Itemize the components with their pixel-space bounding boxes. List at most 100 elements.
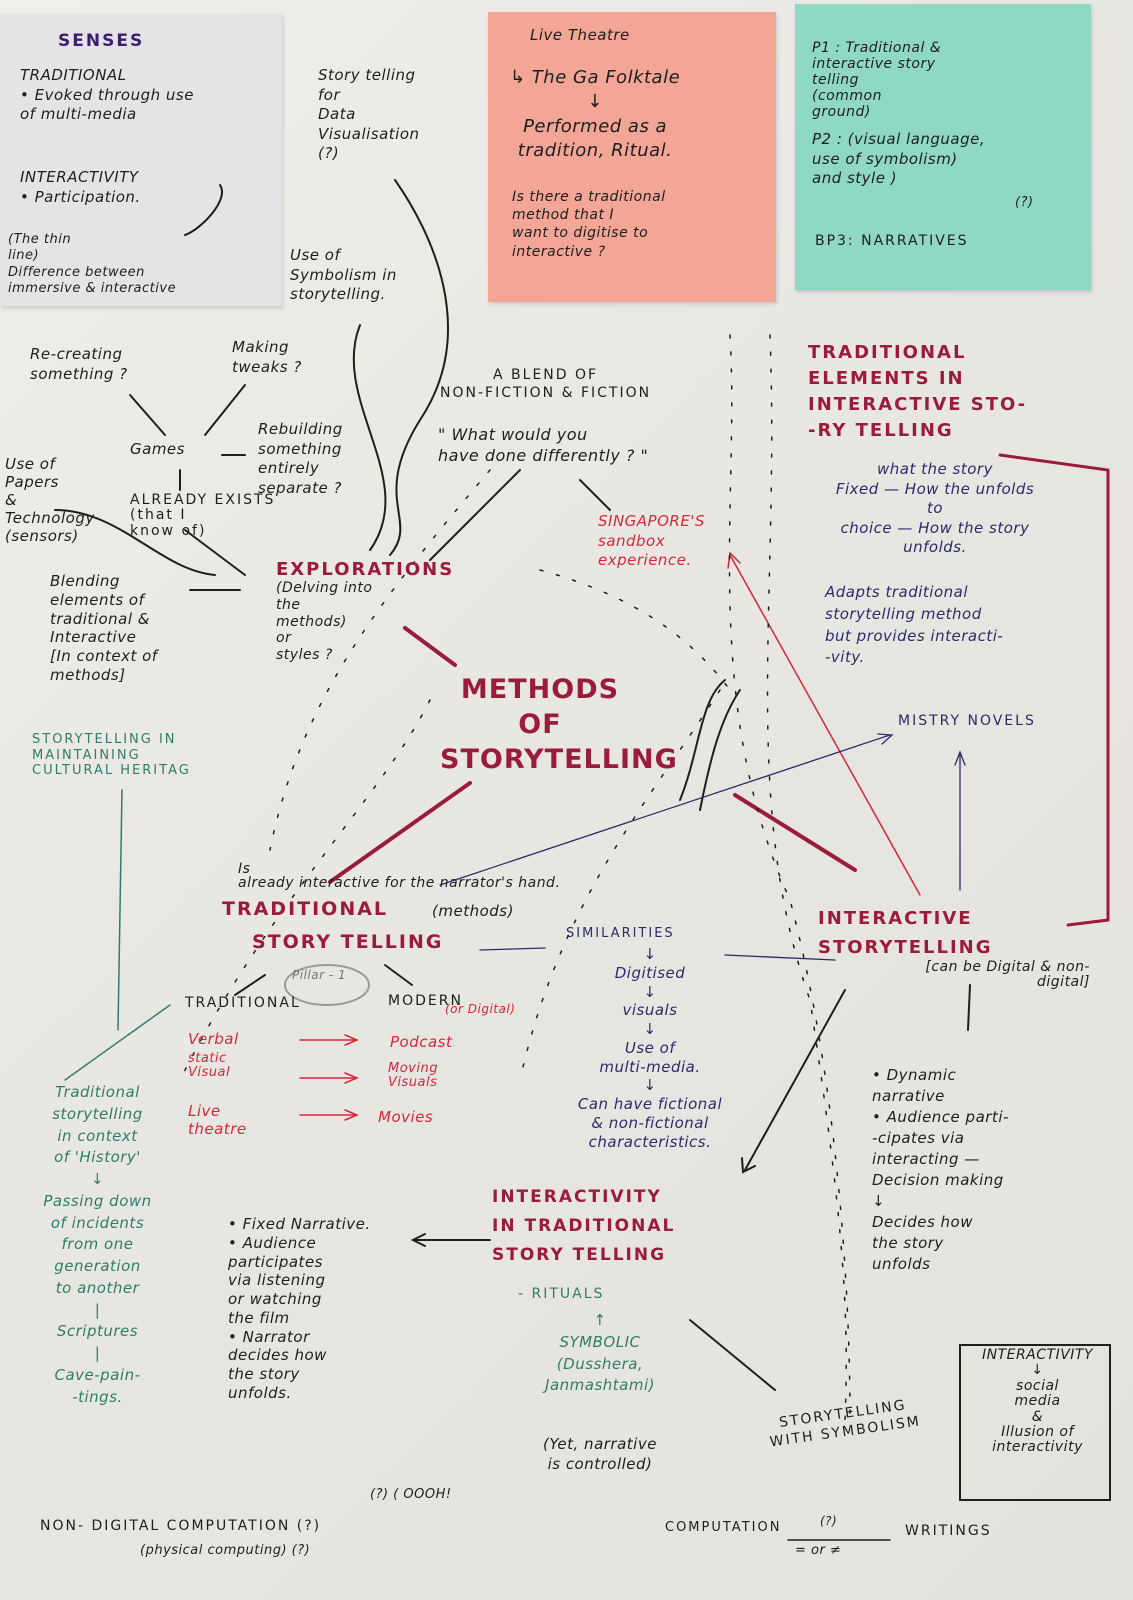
line-tweaks-games [204,384,246,436]
pillar-circle [284,964,370,1006]
data-visualisation-note: Story telling for Data Visualisation (?) [318,66,420,162]
line-rituals-symbolism [689,1319,776,1391]
history-note: Traditional storytelling in context of '… [43,1083,152,1406]
dashed-curve-6 [519,689,721,1081]
blend-note: A BLEND OF NON-FICTION & FICTION [440,367,652,402]
papers-note: Use of Papers & Technology (sensors) [5,455,95,545]
senses-difference: (The thin line) Difference between immer… [8,232,177,296]
methods-of-storytelling-title: METHODS OF STORYTELLING [440,674,678,776]
interactive-storytelling-title: INTERACTIVE STORYTELLING [818,908,993,958]
senses-interactivity: INTERACTIVITY • Participation. [20,168,141,206]
explorations-title: EXPLORATIONS [276,559,455,580]
line-methods-traditional [328,781,472,884]
pillar-p3: BP3: NARRATIVES [815,233,969,249]
equals-note: = or ≠ [795,1543,842,1558]
rebuilding-note: Rebuilding something entirely separate ? [258,420,343,497]
narrative-controlled-note: (Yet, narrative is controlled) [543,1435,657,1473]
sticky-note-senses [0,14,282,306]
adapts-note: Adapts traditional storytelling method b… [825,583,1004,667]
theatre-folktale: ↳ The Ga Folktale ↓ Performed as a tradi… [510,67,681,161]
theatre-question: Is there a traditional method that I wan… [512,189,666,260]
traditional-title-2: STORY TELLING [252,931,444,953]
trad-item: Verbal [188,1030,239,1048]
line-fixed-arrow [410,1233,491,1247]
non-digital-computation: NON- DIGITAL COMPUTATION (?) [40,1518,322,1534]
line-quote-singapore [579,479,611,511]
similarities-list: ↓ Digitised ↓ visuals ↓ Use of multi-med… [577,945,723,1151]
heritage-note: STORYTELLING IN MAINTAINING CULTURAL HER… [32,732,191,779]
modern-item: Moving Visuals [388,1061,438,1091]
games-note: Games [130,440,185,458]
quote-note: " What would you have done differently ?… [438,425,649,465]
interactivity-box-text: INTERACTIVITY ↓ social media & Illusion … [981,1347,1094,1456]
dashed-curve-1 [728,334,851,1421]
line-interactive-interactivity [741,989,846,1174]
dashed-curve-4 [179,699,431,1081]
symbolic-note: ↑ SYMBOLIC (Dusshera, Janmashtami) [545,1311,655,1395]
trad-item: static Visual [188,1051,231,1081]
theatre-title: Live Theatre [530,26,630,44]
sticky-note-pillars [795,4,1091,290]
narrator-note: Is already interactive for the narrator'… [238,861,561,891]
already-exists-note: ALREADY EXISTS (that I know of) [130,492,276,539]
bracket-trad-elements [998,453,1110,927]
senses-traditional: TRADITIONAL • Evoked through use of mult… [20,66,194,123]
dashed-curve-5 [539,569,731,691]
line-similarities-interactive [724,954,836,961]
line-datavis [389,179,449,556]
line-methods-interactive [733,793,857,872]
mistry-novels: MISTRY NOVELS [898,713,1036,729]
pillar-p2-question: (?) [1015,195,1034,210]
interactive-sub: [can be Digital & non- digital] [925,959,1090,991]
physical-computing-note: (physical computing) (?) [140,1543,311,1558]
traditional-title: TRADITIONAL [222,898,389,920]
dashed-curve-3 [269,469,491,851]
traditional-elements-title: TRADITIONAL ELEMENTS IN INTERACTIVE STO-… [808,342,1028,442]
delving-note: (Delving into the methods) or styles ? [276,580,373,664]
recreating-note: Re-creating something ? [30,345,128,383]
oooh-note: (?) ( OOOH! [370,1487,452,1502]
tweaks-note: Making tweaks ? [232,338,302,376]
line-mind-lines [679,679,741,811]
line-heritage-up [184,184,223,236]
blending-note: Blending elements of traditional & Inter… [50,572,158,684]
pillar-label: Pillar - 1 [292,968,347,982]
column-modern-note: (or Digital) [445,1002,516,1016]
singapore-note: SINGAPORE'S sandbox experience. [598,512,705,569]
rituals-note: - RITUALS [518,1286,605,1302]
line-interactive-mistry [954,750,966,891]
traditional-methods: (methods) [432,902,514,920]
pillar-p1: P1 : Traditional & interactive story tel… [812,40,942,121]
fixed-narrative-list: • Fixed Narrative. • Audience participat… [228,1215,371,1402]
line-interactive-singapore [727,551,921,896]
column-traditional: TRADITIONAL [185,995,301,1011]
interactivity-box [959,1344,1111,1501]
line-exists-explorations [184,529,246,576]
similarities-title: SIMILARITIES [566,926,675,941]
writings-note: WRITINGS [905,1523,992,1539]
senses-title: SENSES [58,31,145,51]
line-trad-right [384,964,413,986]
line-history [64,1004,171,1081]
computation-note: COMPUTATION [665,1520,782,1535]
line-similarities-left [479,947,546,951]
modern-item: Podcast [390,1033,453,1051]
line-symbolism [352,324,387,551]
dynamic-narrative-list: • Dynamic narrative • Audience parti- -c… [872,1066,1009,1273]
trad-item: Live theatre [188,1102,247,1138]
line-blend [429,469,521,561]
interactivity-traditional-title: INTERACTIVITY IN TRADITIONAL STORY TELLI… [492,1187,676,1265]
line-narrator-mistry [439,733,894,886]
line-recreating-games [129,394,166,436]
sticky-note-theatre [488,12,776,302]
line-papers-explorations [54,509,216,576]
line-methods-explorations [403,626,457,667]
line-trad-left [234,974,266,996]
fixed-choice-note: what the story Fixed — How the unfolds t… [835,460,1035,556]
line-interactive-down [967,984,971,1031]
line-heritage [117,789,123,1031]
computation-question: (?) [820,1514,838,1528]
column-modern: MODERN [388,993,463,1009]
symbolism-note: Use of Symbolism in storytelling. [290,246,397,303]
